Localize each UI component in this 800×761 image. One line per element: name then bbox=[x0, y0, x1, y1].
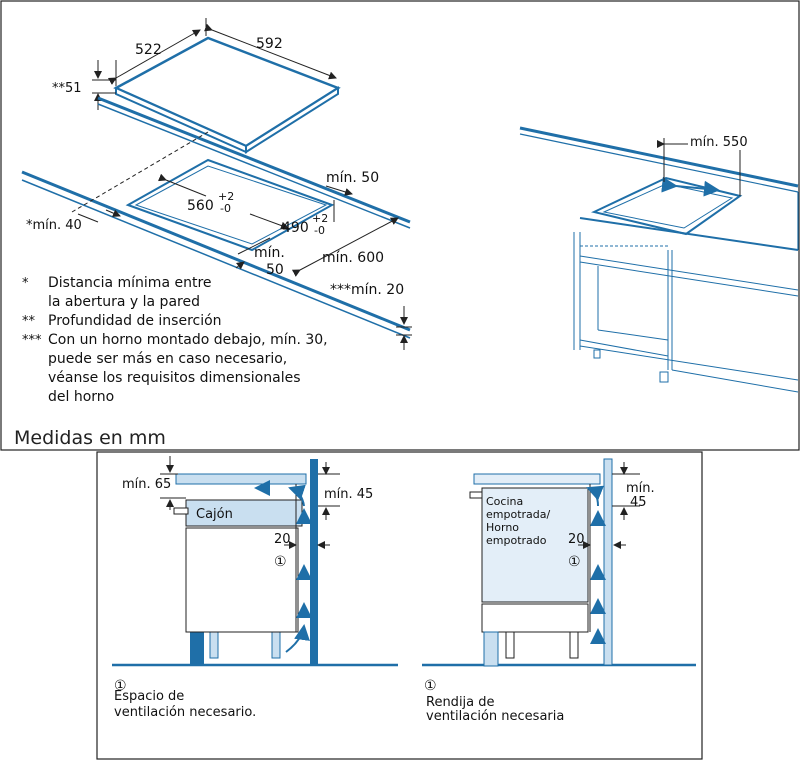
note-mark-1: * bbox=[22, 276, 29, 291]
note-text-2: la abertura y la pared bbox=[48, 294, 200, 310]
cutout-width-560: 560 bbox=[187, 198, 214, 214]
dim-min-600: mín. 600 bbox=[322, 250, 384, 266]
ventilation-left-drawing bbox=[112, 456, 398, 667]
left-vent-marker: ① bbox=[274, 554, 287, 570]
note-mark-4: *** bbox=[22, 333, 42, 348]
dim-550-lines bbox=[657, 138, 741, 196]
worktop-drawing bbox=[21, 96, 412, 350]
appliance-line3: Horno bbox=[486, 521, 519, 534]
left-dim-min-65: mín. 65 bbox=[122, 477, 171, 492]
units-caption: Medidas en mm bbox=[14, 427, 166, 449]
right-dim-min: mín. bbox=[626, 481, 655, 496]
note-text-5: puede ser más en caso necesario, bbox=[48, 351, 287, 367]
right-gap-20: 20 bbox=[568, 532, 585, 547]
perspective-cabinet-drawing bbox=[519, 126, 799, 393]
dim-min-40: *mín. 40 bbox=[26, 218, 82, 233]
note-text-6: véanse los requisitos dimensionales bbox=[48, 370, 301, 386]
appliance-line1: Cocina bbox=[486, 495, 523, 508]
dim-min-50-right: mín. 50 bbox=[326, 170, 379, 186]
bottom-panel-frame bbox=[96, 451, 703, 760]
right-vent-marker: ① bbox=[568, 554, 581, 570]
dim-min-550: mín. 550 bbox=[690, 135, 748, 150]
left-legend-marker: ① bbox=[114, 678, 127, 694]
dim-min-50-front-b: 50 bbox=[266, 262, 284, 278]
left-dim-min-45: mín. 45 bbox=[324, 487, 373, 502]
dim-min-50-front-a: mín. bbox=[254, 245, 285, 261]
note-text-4: Con un horno montado debajo, mín. 30, bbox=[48, 332, 328, 348]
dim-592: 592 bbox=[256, 36, 283, 52]
tol-490-plus: +2 bbox=[312, 212, 328, 225]
note-text-7: del horno bbox=[48, 389, 114, 405]
left-legend-line1: Espacio de bbox=[114, 689, 184, 704]
note-text-1: Distancia mínima entre bbox=[48, 275, 212, 291]
tol-560-minus: -0 bbox=[220, 202, 231, 215]
drawer-label: Cajón bbox=[196, 507, 233, 522]
right-legend-marker: ① bbox=[424, 678, 437, 694]
dim-min-20: ***mín. 20 bbox=[330, 282, 404, 298]
appliance-line4: empotrado bbox=[486, 534, 547, 547]
note-text-3: Profundidad de inserción bbox=[48, 313, 222, 329]
right-legend-line1: Rendija de bbox=[426, 695, 495, 710]
tol-560-plus: +2 bbox=[218, 190, 234, 203]
dim-522: 522 bbox=[135, 42, 162, 58]
appliance-line2: empotrada/ bbox=[486, 508, 550, 521]
right-dim-45: 45 bbox=[630, 495, 647, 510]
tol-490-minus: -0 bbox=[314, 224, 325, 237]
left-gap-20: 20 bbox=[274, 532, 291, 547]
left-legend-line2: ventilación necesario. bbox=[114, 705, 256, 720]
ventilation-right-drawing bbox=[422, 458, 696, 667]
cooktop-drawing bbox=[92, 18, 341, 154]
footnotes: * Distancia mínima entre la abertura y l… bbox=[22, 275, 328, 405]
top-panel-frame bbox=[0, 0, 800, 451]
note-mark-3: ** bbox=[22, 314, 36, 329]
cutout-depth-490: 490 bbox=[282, 220, 309, 236]
right-legend-line2: ventilación necesaria bbox=[426, 709, 564, 724]
dim-insertion-depth: **51 bbox=[52, 81, 82, 96]
